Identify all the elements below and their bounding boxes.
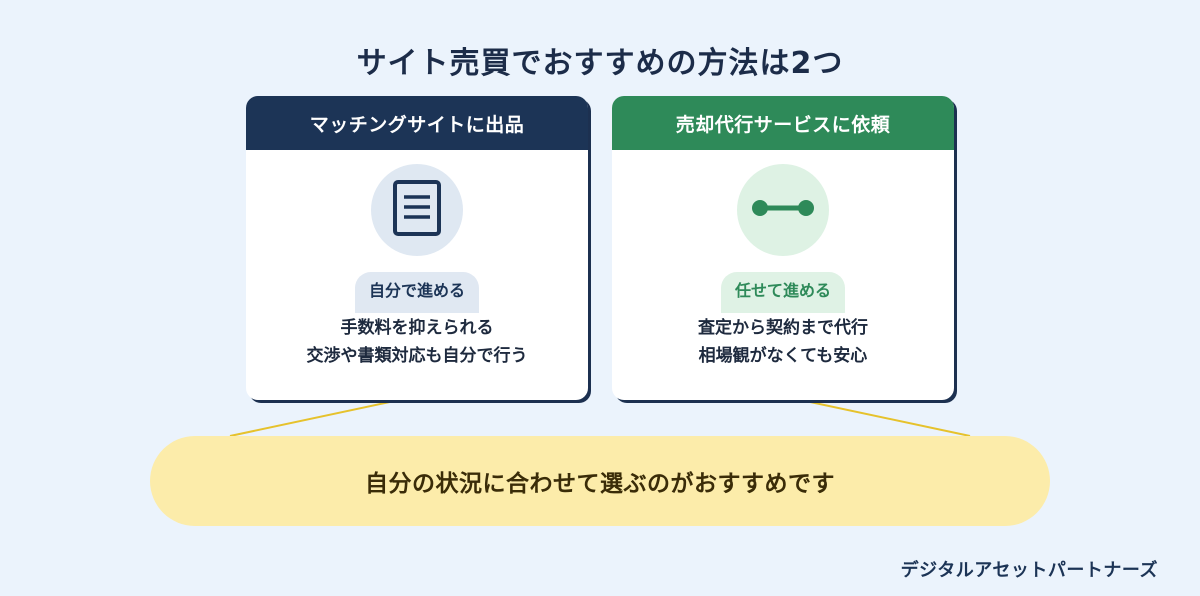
card-description: 手数料を抑えられる 交渉や書類対応も自分で行う <box>246 314 588 370</box>
icon-circle <box>371 164 463 256</box>
connection-icon <box>750 196 816 224</box>
document-icon <box>391 179 443 241</box>
icon-circle <box>737 164 829 256</box>
summary-bubble: 自分の状況に合わせて選ぶのがおすすめです <box>150 436 1050 526</box>
description-line: 交渉や書類対応も自分で行う <box>306 346 528 366</box>
page-title: サイト売買でおすすめの方法は2つ <box>356 46 844 81</box>
card-agency-service: 売却代行サービスに依頼 任せて進める 査定から契約まで代行 相場観がなくても安心 <box>612 96 954 400</box>
card-matching-site: マッチングサイトに出品 自分で進める 手数料を抑えられる 交渉や書類対応も自分で… <box>246 96 588 400</box>
card-header: 売却代行サービスに依頼 <box>612 96 954 150</box>
card-header: マッチングサイトに出品 <box>246 96 588 150</box>
description-line: 手数料を抑えられる <box>340 318 494 338</box>
description-line: 査定から契約まで代行 <box>698 318 868 338</box>
description-line: 相場観がなくても安心 <box>698 346 868 366</box>
card-description: 査定から契約まで代行 相場観がなくても安心 <box>612 314 954 370</box>
left-connector-line <box>229 395 419 437</box>
brand-name: デジタルアセットパートナーズ <box>900 560 1158 581</box>
summary-text: 自分の状況に合わせて選ぶのがおすすめです <box>365 471 835 497</box>
method-tag: 任せて進める <box>720 272 846 313</box>
right-connector-line <box>781 395 971 437</box>
method-tag: 自分で進める <box>354 272 480 313</box>
